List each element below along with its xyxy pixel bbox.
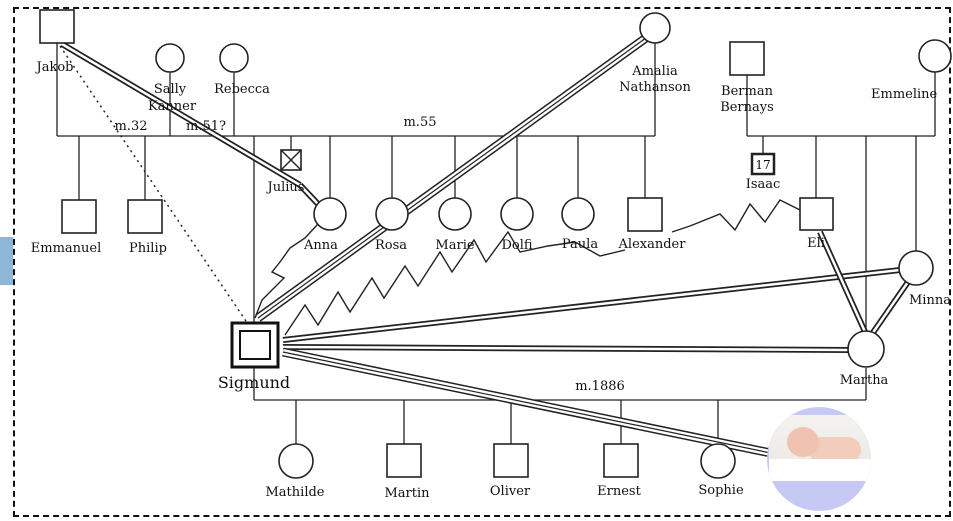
label-ernest: Ernest (597, 484, 641, 499)
symbol-dolfi (500, 197, 534, 231)
symbol-oliver (493, 443, 529, 478)
marriage-label-m51: m.51? (186, 119, 226, 134)
label-nathanson: Nathanson (619, 80, 691, 95)
symbol-isaac: 17 (750, 152, 776, 176)
symbol-emmanuel (61, 199, 97, 234)
label-anna: Anna (303, 238, 338, 253)
symbol-paula (561, 197, 595, 231)
symbol-rebecca (219, 43, 249, 73)
symbol-minna (898, 250, 934, 286)
label-minna: Minna (909, 293, 951, 308)
label-martin: Martin (384, 486, 430, 501)
marriage-label-m55: m.55 (403, 115, 436, 130)
symbol-jakob (39, 9, 75, 44)
symbol-berman (729, 41, 765, 76)
label-eli: Eli (807, 236, 825, 251)
label-amalia: Amalia (631, 64, 678, 79)
symbol-mathilde (278, 443, 314, 479)
label-jakob: Jakob (35, 60, 74, 75)
side-tab[interactable] (0, 237, 13, 285)
svg-text:17: 17 (755, 158, 770, 172)
label-dolfi: Dolfi (501, 238, 532, 253)
diagram-frame (13, 7, 951, 517)
person-symbols (39, 9, 952, 479)
symbol-ernest (603, 443, 639, 478)
label-kanner: Kanner (148, 99, 197, 114)
label-oliver: Oliver (490, 484, 531, 499)
symbol-eli (799, 197, 834, 231)
label-paula: Paula (562, 237, 598, 252)
symbol-sigmund (230, 321, 280, 369)
baby-photo-badge[interactable] (767, 407, 871, 511)
marriage-label-m1886: m.1886 (575, 379, 625, 394)
label-bernays: Bernays (720, 100, 774, 115)
label-sigmund: Sigmund (218, 373, 290, 392)
symbol-amalia (639, 12, 671, 44)
sleeping-baby-image (769, 415, 871, 481)
label-alexander: Alexander (618, 237, 687, 252)
label-sally: Sally (154, 82, 187, 97)
label-philip: Philip (129, 241, 167, 256)
label-rosa: Rosa (375, 238, 407, 253)
symbol-sally (155, 43, 185, 73)
marriage-label-m32: m.32 (114, 119, 147, 134)
symbol-anna (313, 197, 347, 231)
symbol-rosa (375, 197, 409, 231)
symbol-martin (386, 443, 422, 478)
label-rebecca: Rebecca (214, 82, 270, 97)
label-marie: Marie (435, 238, 474, 253)
label-julius: Julius (266, 180, 305, 195)
label-sophie: Sophie (698, 483, 744, 498)
label-isaac: Isaac (746, 177, 781, 192)
symbol-julius (280, 149, 302, 171)
label-berman: Berman (721, 84, 774, 99)
label-emmeline: Emmeline (871, 87, 938, 102)
symbol-emmeline (918, 39, 952, 73)
label-mathilde: Mathilde (266, 485, 325, 500)
symbol-philip (127, 199, 163, 234)
symbol-marie (438, 197, 472, 231)
label-emmanuel: Emmanuel (31, 241, 102, 256)
label-martha: Martha (840, 373, 889, 388)
symbol-sophie (700, 443, 736, 479)
connector-lines (56, 42, 936, 444)
symbol-martha (847, 330, 885, 368)
relationship-lines (59, 31, 911, 462)
symbol-alexander (627, 197, 663, 232)
